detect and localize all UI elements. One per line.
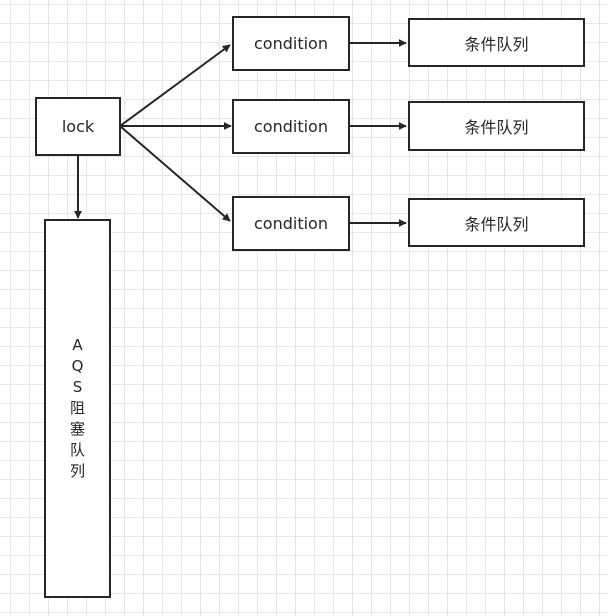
condition-queue-node-2[interactable]: 条件队列 xyxy=(408,101,585,151)
condition-label-3: condition xyxy=(254,214,328,233)
condition-queue-label-3: 条件队列 xyxy=(464,214,529,234)
condition-node-3[interactable]: condition xyxy=(232,196,350,251)
condition-node-2[interactable]: condition xyxy=(232,99,350,154)
lock-label: lock xyxy=(61,117,95,136)
lock-node[interactable]: lock xyxy=(35,97,121,156)
aqs-label-char: A xyxy=(72,336,83,354)
condition-queue-label-2: 条件队列 xyxy=(464,118,529,137)
aqs-label-char: S xyxy=(72,378,83,396)
condition-label-1: condition xyxy=(254,34,328,53)
aqs-label-char: 塞 xyxy=(69,420,85,438)
condition-queue-label-1: 条件队列 xyxy=(464,34,529,54)
aqs-label-char: Q xyxy=(71,357,84,375)
condition-node-1[interactable]: condition xyxy=(232,16,350,71)
aqs-label-char: 队 xyxy=(69,441,85,459)
edge-lock-to-condition-1 xyxy=(119,44,231,127)
aqs-blocking-queue-node[interactable]: A Q S 阻 塞 队 列 xyxy=(44,219,111,598)
condition-label-2: condition xyxy=(254,117,328,136)
condition-queue-node-3[interactable]: 条件队列 xyxy=(408,198,585,247)
aqs-label-char: 列 xyxy=(69,462,85,480)
condition-queue-node-1[interactable]: 条件队列 xyxy=(408,18,585,67)
edge-lock-to-condition-3 xyxy=(119,125,231,222)
aqs-label-char: 阻 xyxy=(69,399,85,417)
